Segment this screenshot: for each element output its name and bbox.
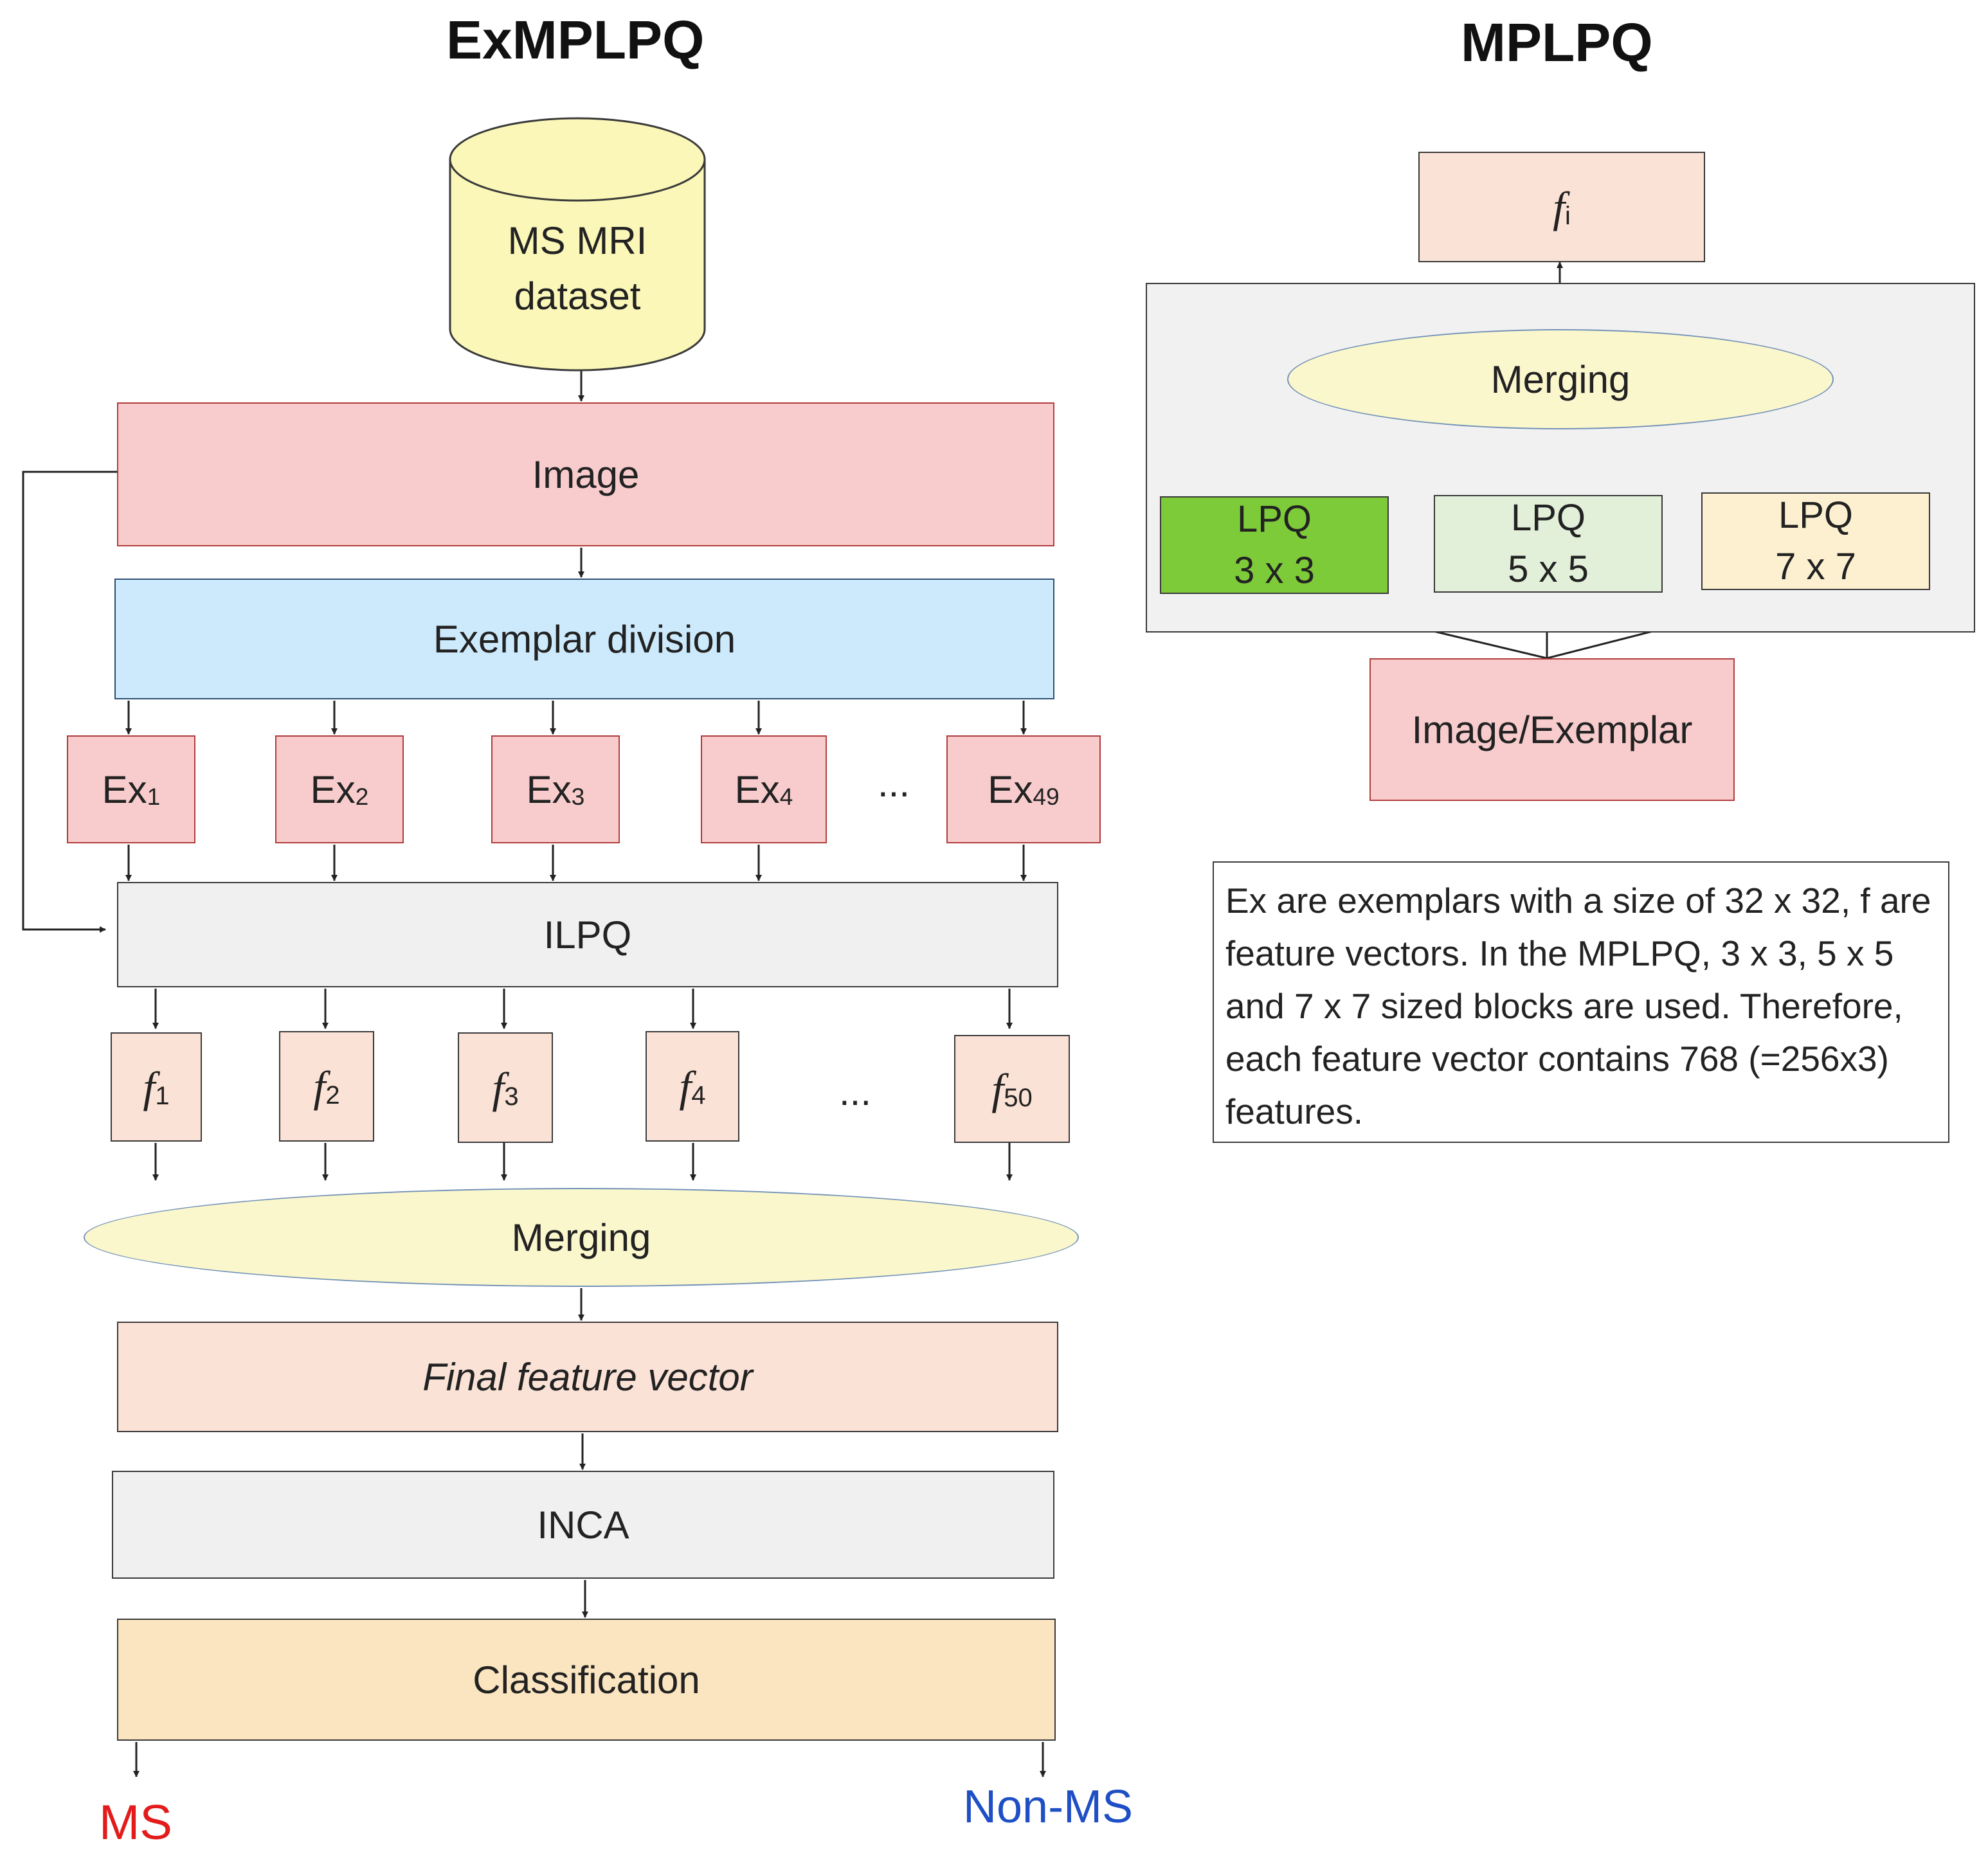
- feature-2-base: f: [313, 1061, 326, 1111]
- fi-sub: i: [1565, 201, 1571, 230]
- dataset-label: MS MRI dataset: [449, 213, 706, 324]
- exemplar-3-base: Ex: [526, 768, 572, 811]
- lpq-5x5-line1: LPQ: [1510, 497, 1586, 539]
- inca-box: INCA: [112, 1471, 1054, 1579]
- feature-50-base: f: [991, 1064, 1004, 1113]
- classification-box: Classification: [117, 1619, 1056, 1741]
- final-feature-vector-box: Final feature vector: [117, 1322, 1058, 1432]
- feature-1-sub: 1: [155, 1081, 170, 1110]
- dataset-cylinder: MS MRI dataset: [449, 117, 706, 372]
- lpq-7x7-line1: LPQ: [1778, 494, 1854, 536]
- feature-1-base: f: [143, 1062, 156, 1111]
- lpq-5x5-line2: 5 x 5: [1508, 548, 1589, 590]
- exemplar-1-sub: 1: [147, 783, 161, 811]
- merging-ellipse-right: Merging: [1287, 329, 1834, 429]
- exemplar-4-base: Ex: [734, 768, 780, 811]
- merging-ellipse-left: Merging: [84, 1188, 1079, 1287]
- feature-4-base: f: [679, 1061, 692, 1111]
- lpq-3x3-line1: LPQ: [1236, 498, 1312, 540]
- exemplar-ellipsis: ...: [877, 762, 910, 805]
- exemplar-49-sub: 49: [1033, 783, 1060, 811]
- feature-3-sub: 3: [504, 1082, 519, 1111]
- exemplar-3-sub: 3: [571, 783, 585, 811]
- output-nonms-label: Non-MS: [963, 1781, 1134, 1833]
- exemplar-division-box: Exemplar division: [114, 579, 1054, 699]
- image-exemplar-box: Image/Exemplar: [1369, 658, 1735, 801]
- feature-2-sub: 2: [325, 1081, 340, 1109]
- lpq-3x3-box: LPQ 3 x 3: [1160, 496, 1389, 594]
- note-box: Ex are exemplars with a size of 32 x 32,…: [1213, 861, 1949, 1143]
- feature-50-sub: 50: [1004, 1083, 1033, 1112]
- exemplar-2-base: Ex: [310, 768, 356, 811]
- feature-ellipsis: ...: [838, 1070, 871, 1113]
- lpq-3x3-line2: 3 x 3: [1234, 550, 1315, 591]
- output-ms-label: MS: [99, 1795, 172, 1850]
- image-box: Image: [117, 402, 1054, 546]
- left-title: ExMPLPQ: [446, 10, 705, 70]
- lpq-5x5-box: LPQ 5 x 5: [1434, 495, 1663, 593]
- exemplar-4-sub: 4: [779, 783, 793, 811]
- exemplar-49-base: Ex: [988, 768, 1033, 811]
- exemplar-2-sub: 2: [355, 783, 369, 811]
- cylinder-shape: [449, 117, 706, 372]
- fi-base: f: [1553, 182, 1565, 231]
- ilpq-box: ILPQ: [117, 882, 1058, 987]
- dataset-label-line2: dataset: [514, 274, 641, 318]
- lpq-7x7-line2: 7 x 7: [1775, 546, 1856, 588]
- right-title: MPLPQ: [1461, 12, 1653, 73]
- exemplar-1-base: Ex: [102, 768, 147, 811]
- arrow-image-ilpq-bypass: [22, 471, 117, 933]
- lpq-7x7-box: LPQ 7 x 7: [1701, 492, 1930, 590]
- feature-3-base: f: [492, 1063, 505, 1112]
- dataset-label-line1: MS MRI: [507, 219, 647, 262]
- feature-4-sub: 4: [691, 1081, 706, 1109]
